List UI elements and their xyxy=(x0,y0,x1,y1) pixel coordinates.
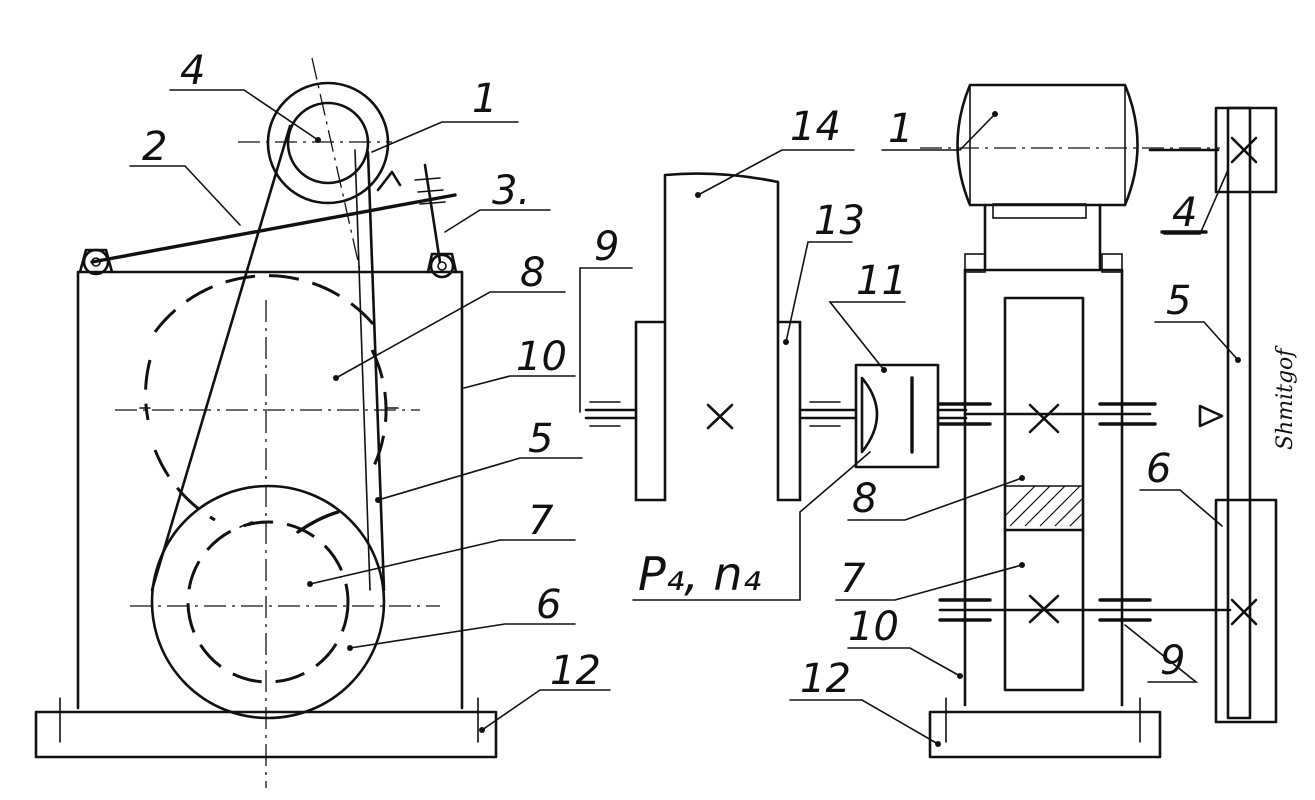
right-label-1: 1 xyxy=(888,106,913,152)
base-plate-right xyxy=(928,710,1162,759)
motor-1 xyxy=(266,81,390,205)
pinion-7-outline xyxy=(186,520,350,684)
fan-label-13: 13 xyxy=(814,198,865,244)
left-label-2: 2 xyxy=(142,124,167,170)
motor-1-side xyxy=(956,83,1139,207)
power-speed-label: P₄, n₄ xyxy=(638,547,761,601)
right-label-7: 7 xyxy=(840,556,866,602)
gearbox-housing xyxy=(76,270,464,710)
fan-14 xyxy=(663,172,780,502)
right-leaders xyxy=(789,111,1241,747)
belt-5-left xyxy=(150,124,292,592)
surface-mark xyxy=(1198,404,1224,428)
drive-pulley-4 xyxy=(286,101,370,185)
mesh-hatch xyxy=(1004,485,1084,527)
left-label-10: 10 xyxy=(516,334,567,380)
right-label-6: 6 xyxy=(1146,446,1171,492)
right-label-5: 5 xyxy=(1166,278,1191,324)
driven-pulley-6 xyxy=(150,484,386,720)
motor-plate-2 xyxy=(90,193,457,264)
fan-label-14: 14 xyxy=(790,104,841,150)
tension-screw-3 xyxy=(423,163,442,264)
right-label-9: 9 xyxy=(1160,638,1185,684)
fan-label-9: 9 xyxy=(594,224,619,270)
left-label-4: 4 xyxy=(180,48,205,94)
left-label-6: 6 xyxy=(536,582,561,628)
right-label-4: 4 xyxy=(1172,190,1197,236)
left-label-8: 8 xyxy=(520,250,545,296)
right-label-8: 8 xyxy=(852,476,877,522)
drive-pulley-4-side xyxy=(1214,106,1278,194)
left-label-3: 3. xyxy=(492,168,530,214)
left-leaders xyxy=(129,89,611,733)
bearings xyxy=(938,402,1157,622)
belt-5-right xyxy=(366,150,386,592)
gear-block xyxy=(1003,296,1085,692)
driven-pulley-6-side xyxy=(1214,498,1278,724)
left-label-7: 7 xyxy=(528,498,554,544)
wheel-8-outline xyxy=(153,274,380,333)
right-view: 1 4 5 6 8 7 10 12 9 Shmitgof xyxy=(789,83,1298,759)
signature: Shmitgof xyxy=(1273,345,1298,450)
right-label-10: 10 xyxy=(848,604,899,650)
right-label-12: 12 xyxy=(800,656,851,702)
left-label-12: 12 xyxy=(550,648,601,694)
left-view: 4 1 2 3. 8 10 5 7 6 12 xyxy=(34,48,611,788)
coupling-11 xyxy=(854,363,940,469)
left-label-1: 1 xyxy=(472,76,497,122)
coupling-label-11: 11 xyxy=(856,258,907,304)
left-label-5: 5 xyxy=(528,416,553,462)
belt-5-side xyxy=(1226,106,1252,720)
fan-assembly: 14 9 13 11 P₄, n₄ xyxy=(579,104,968,601)
